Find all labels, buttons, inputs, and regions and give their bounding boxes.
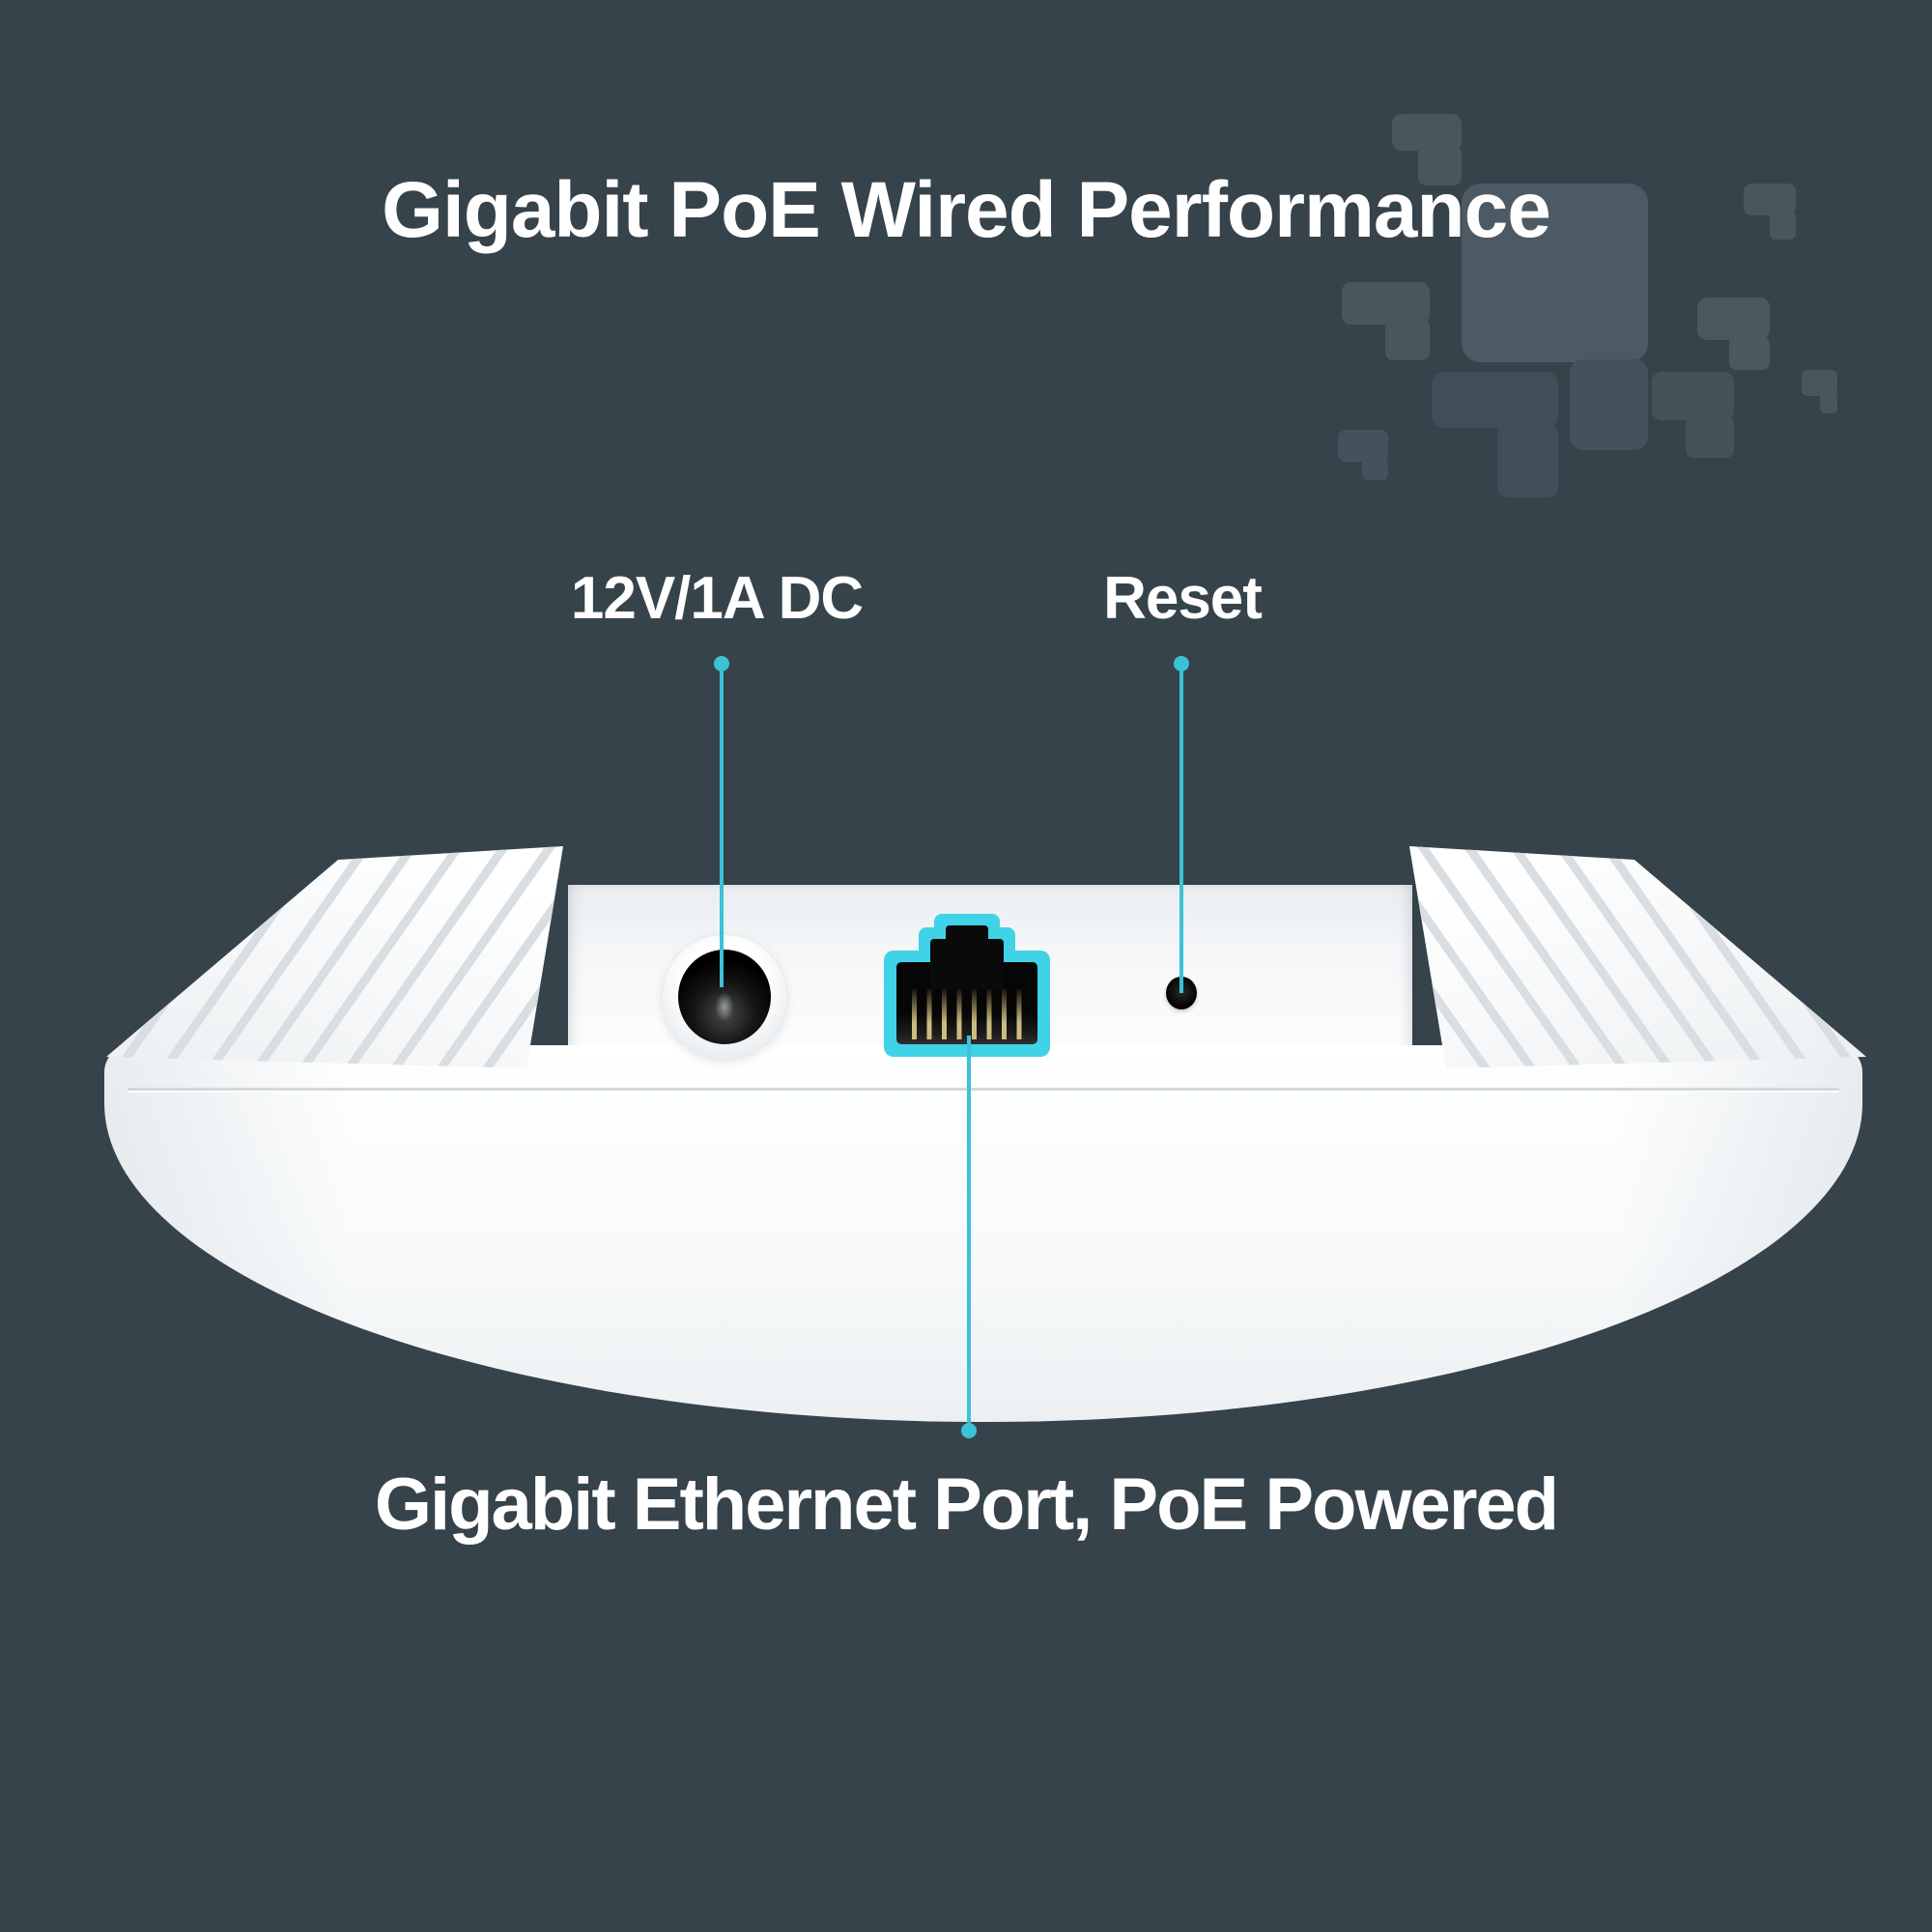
reset-callout-line (1179, 671, 1183, 993)
pixel-block (1802, 370, 1837, 396)
pixel-block (1770, 212, 1796, 240)
pixel-block (1820, 392, 1837, 413)
pixel-block (1729, 336, 1770, 370)
pixel-block (1497, 424, 1558, 497)
reset-label: Reset (1103, 565, 1263, 632)
pixel-block (1697, 298, 1770, 340)
ethernet-port (884, 914, 1050, 1057)
reset-callout-dot (1174, 656, 1189, 671)
device-body (104, 1045, 1862, 1422)
dc-jack-pin (715, 992, 734, 1021)
dc-callout-line (720, 671, 724, 987)
pixel-block (1652, 372, 1734, 420)
left-vent-wing (106, 846, 563, 1068)
pixel-block (1432, 372, 1558, 428)
right-vent-wing (1409, 846, 1866, 1068)
pixel-block (1385, 319, 1430, 360)
pixel-block (1392, 114, 1462, 151)
ethernet-callout-dot (961, 1423, 977, 1438)
ethernet-pins (912, 989, 1022, 1039)
ethernet-callout-line (967, 1036, 971, 1423)
pixel-block (1744, 184, 1796, 215)
pixel-block (1570, 359, 1648, 450)
ethernet-port-label: Gigabit Ethernet Port, PoE Powered (374, 1463, 1559, 1546)
ethernet-jack-opening (946, 925, 988, 958)
pixel-block (1342, 282, 1430, 325)
pixel-block (1462, 184, 1648, 362)
page-title: Gigabit PoE Wired Performance (382, 166, 1551, 254)
dc-jack-hole (678, 950, 771, 1044)
dc-power-label: 12V/1A DC (570, 565, 864, 632)
dc-callout-dot (714, 656, 729, 671)
pixel-block (1362, 458, 1388, 480)
pixel-block (1338, 430, 1388, 462)
dc-power-jack (663, 935, 786, 1059)
pixel-block (1418, 145, 1462, 185)
pixel-block (1686, 416, 1734, 458)
body-seam-line (128, 1088, 1839, 1091)
